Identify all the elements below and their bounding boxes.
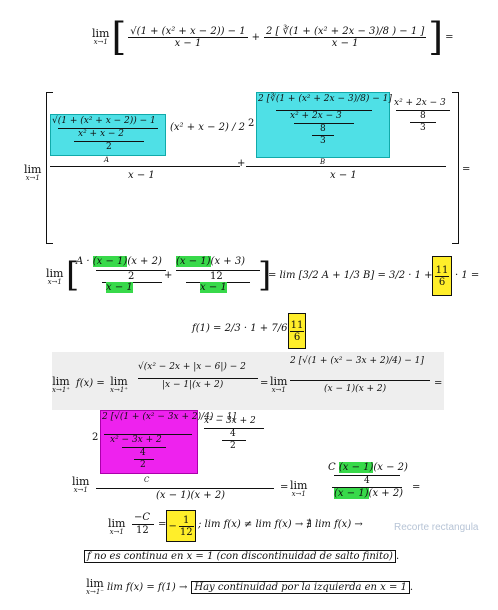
part-a-highlight [50, 114, 166, 156]
part-b-den1: 8 [320, 124, 326, 134]
part-b-den2: 3 [320, 136, 326, 146]
c-rhs-denominator: (x − 1)(x + 2) [334, 488, 404, 499]
c-rhs-numerator: C (x − 1)(x − 2) [328, 462, 408, 473]
plus-sign-2: + [237, 158, 246, 169]
b-term-den1: 12 [210, 271, 223, 282]
limit-operator: lim x→1 [46, 267, 64, 286]
c-rhs-limit: lim x→1 [290, 479, 308, 498]
c-label: C [144, 476, 150, 484]
limit-operator: lim x→1 [24, 163, 42, 182]
right-bracket: ] [428, 15, 444, 59]
part-b-middle: x² + 2x − 3 [290, 111, 342, 121]
snip-overlay-label[interactable]: Recorte rectangula [394, 522, 479, 533]
result-box: 11 6 [432, 256, 452, 296]
part-a-middle: x² + x − 2 [78, 129, 125, 139]
c-factor-mid: 4 [230, 429, 236, 439]
c-rhs-mid: 4 [364, 476, 370, 486]
conclusion-1: f no es continua en x = 1 (con discontin… [84, 550, 399, 563]
c-factor-num: x² − 3x + 2 [204, 416, 256, 426]
top-fraction-1: √(1 + (x² + x − 2)) − 1 x − 1 [128, 25, 248, 49]
middle-expression: = lim [3/2 A + 1/3 B] = 3/2 · 1 + 1/3 · … [268, 270, 480, 281]
a-term-den2: x − 1 [106, 282, 133, 293]
final-denominator: 12 [136, 525, 149, 536]
denominator-2: x − 1 [330, 170, 357, 181]
right-limit-2: lim x→1 [270, 375, 288, 394]
c-middle: x² − 3x + 2 [110, 435, 162, 445]
big-left-bracket [46, 92, 53, 244]
plus-sign: + [164, 270, 173, 281]
right-bracket: ] [258, 255, 272, 295]
c-factor-den: 2 [230, 441, 236, 451]
left-bracket: [ [111, 15, 127, 59]
b-term-den2: x − 1 [200, 282, 227, 293]
limit-operator: lim x→1⁻ [86, 577, 104, 596]
right-limit-block: lim x→1⁺ f(x) = lim x→1⁺ √(x² − 2x + |x … [52, 352, 444, 410]
part-b-label: B [320, 158, 326, 166]
conclusion-2: lim x→1⁻ lim f(x) = f(1) → Hay continuid… [86, 577, 414, 596]
third-equation: lim x→1 [ A · (x − 1)(x + 2) 2 x − 1 + (… [46, 252, 479, 296]
c-numerator: 2 [√(1 + (x² − 3x + 2)/4) − 1] [102, 412, 236, 422]
a-term-numerator: A · (x − 1)(x + 2) [76, 256, 162, 267]
limit-operator: lim x→1 [92, 27, 110, 46]
c-den2: 2 [140, 460, 146, 470]
right-limit-left: lim x→1⁺ [52, 375, 70, 394]
part-a-label: A [104, 156, 110, 164]
final-line: lim x→1 −C 12 = − 1 12 ; lim f(x) ≠ lim … [108, 510, 496, 546]
denominator-1: x − 1 [128, 170, 155, 181]
final-result-box: − 1 12 [166, 510, 196, 542]
a-term-den1: 2 [128, 271, 135, 282]
f1-result-box: 11 6 [288, 313, 306, 349]
part-b-highlight [256, 92, 390, 158]
part-b-factor-den: 3 [420, 123, 426, 133]
part-b-coeff: 2 [248, 118, 255, 129]
right-limit-numerator-2: 2 [√(1 + (x² − 3x + 2)/4) − 1] [290, 356, 424, 366]
part-a-factor: (x² + x − 2) / 2 [170, 122, 246, 133]
equals-sign: = [462, 164, 471, 175]
part-b-factor-num: x² + 2x − 3 [394, 98, 446, 108]
final-statement: ; lim f(x) ≠ lim f(x) → ∄ lim f(x) → [198, 519, 363, 530]
left-bracket: [ [66, 255, 80, 295]
part-b-factor-mid: 8 [420, 111, 426, 121]
plus-sign: + [251, 31, 260, 43]
limit-operator: lim x→1 [72, 475, 90, 494]
top-fraction-2: 2 [ ∛(1 + (x² + 2x − 3)/8 ) − 1 ] x − 1 [264, 25, 427, 49]
part-a-numerator: √(1 + (x² + x − 2)) − 1 [52, 116, 156, 126]
big-right-bracket [452, 92, 459, 244]
part-a-denominator: 2 [106, 142, 112, 152]
right-limit-denominator: |x − 1|(x + 2) [162, 380, 224, 390]
right-limit-denominator-2: (x − 1)(x + 2) [324, 384, 387, 394]
final-numerator: −C [134, 512, 151, 523]
second-equation: lim x→1 = √(1 + (x² + x − 2)) − 1 x² + x… [24, 90, 474, 248]
equals-sign: = [445, 31, 454, 43]
top-equation: lim x→1 [ √(1 + (x² + x − 2)) − 1 x − 1 … [92, 18, 454, 56]
b-term-numerator: (x − 1)(x + 3) [176, 256, 246, 267]
part-b-numerator: 2 [∛(1 + (x² + 2x − 3)/8) − 1] [258, 94, 392, 104]
c-denominator: (x − 1)(x + 2) [156, 490, 226, 501]
c-den1: 4 [140, 448, 146, 458]
c-highlight [100, 410, 198, 474]
right-limit-numerator: √(x² − 2x + |x − 6|) − 2 [138, 362, 246, 372]
limit-operator: lim x→1 [108, 517, 126, 536]
right-limit-mid: lim x→1⁺ [110, 375, 128, 394]
c-block: lim x→1 2 2 [√(1 + (x² − 3x + 2)/4) − 1]… [72, 410, 421, 501]
